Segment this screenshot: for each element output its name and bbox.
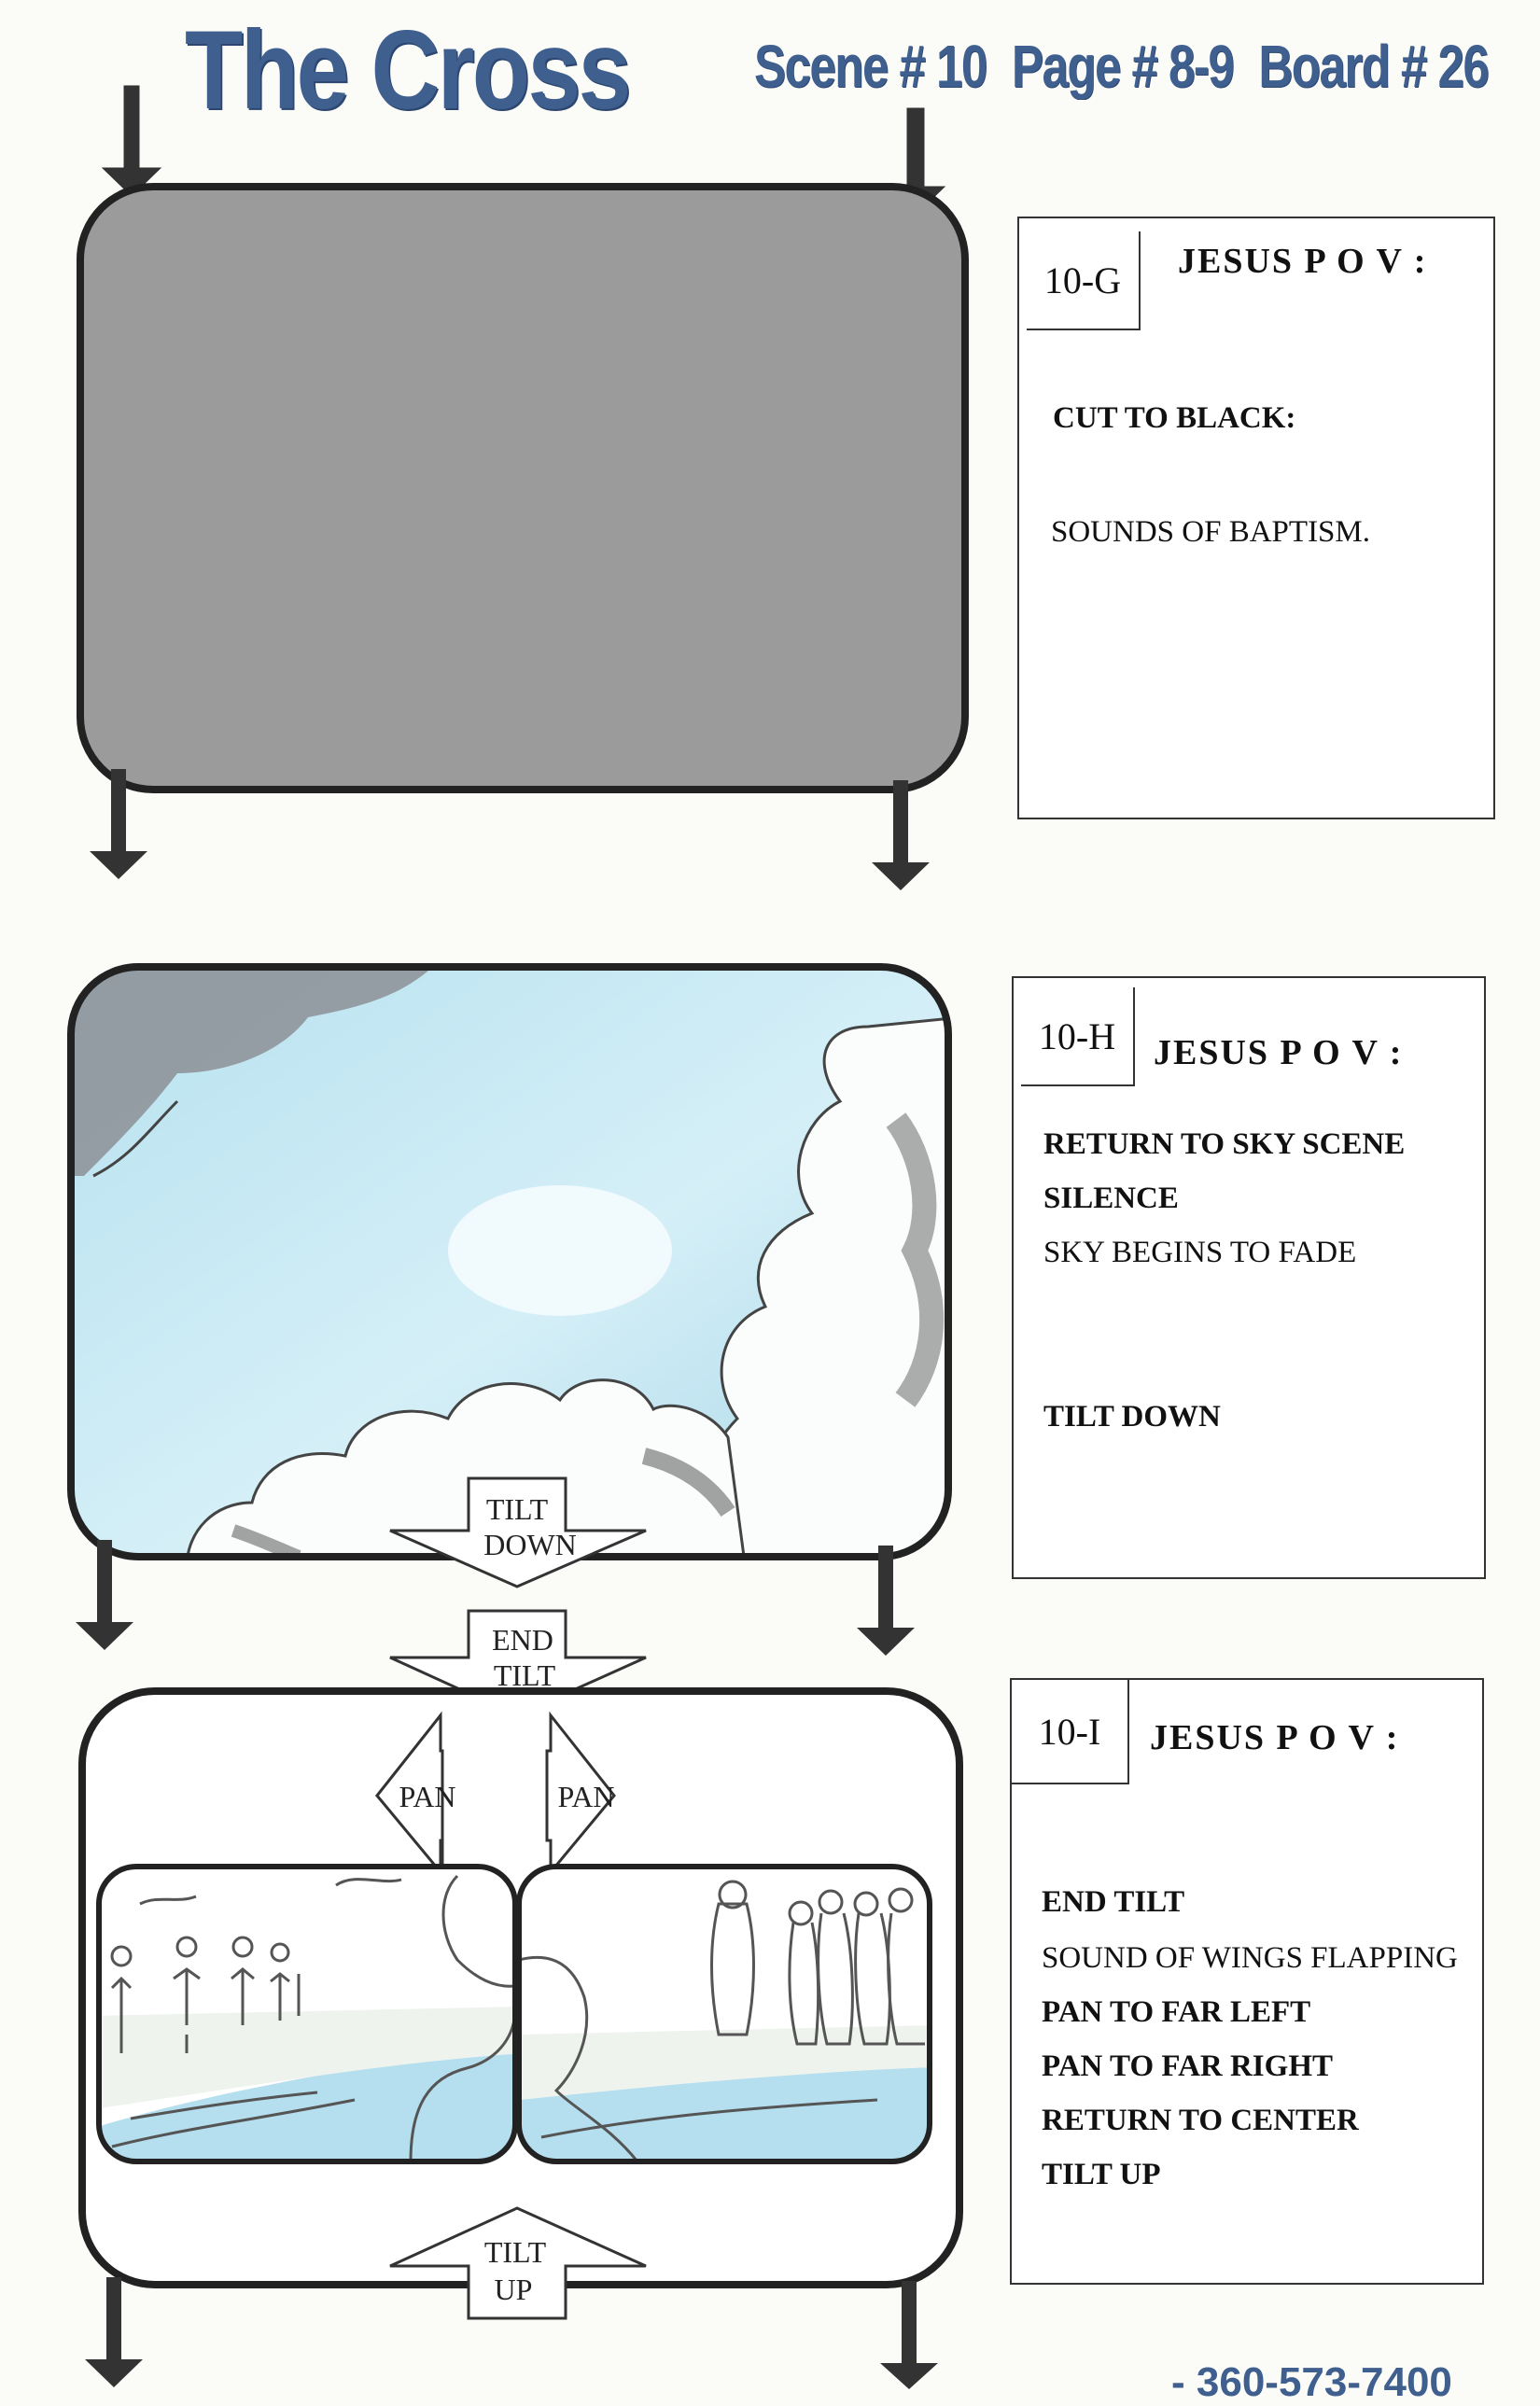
frame-10g <box>77 183 969 793</box>
pan-left-label: PAN <box>399 1780 455 1813</box>
frame-1-bottom-arrows <box>90 769 930 890</box>
frame-10h <box>67 963 952 1560</box>
pov-10h: JESUS P O V : <box>1154 1033 1404 1072</box>
footer-phone: - 360-573-7400 <box>1171 2359 1452 2405</box>
scene-number: Scene # 10 <box>754 33 987 100</box>
frame-2-bottom-arrows <box>76 1540 915 1656</box>
note-10i-line-4: PAN TO FAR RIGHT <box>1042 2049 1334 2083</box>
shot-id-10i: 10-I <box>1012 1680 1129 1784</box>
board-meta: Scene # 10 Page # 8-9 Board # 26 <box>754 32 1513 101</box>
notes-10i: 10-I JESUS P O V : END TILT SOUND OF WIN… <box>1010 1678 1484 2285</box>
end-tilt-arrow <box>389 1609 647 1717</box>
pan-left-arrow <box>375 1711 444 1877</box>
tilt-up-label-2: UP <box>495 2273 533 2306</box>
note-10h-line-1: RETURN TO SKY SCENE <box>1043 1127 1406 1161</box>
tilt-up-arrow <box>389 2206 647 2320</box>
pan-right-arrow <box>545 1711 616 1877</box>
notes-10g: 10-G JESUS P O V : CUT TO BLACK: SOUNDS … <box>1017 217 1495 819</box>
shot-id-10g: 10-G <box>1027 231 1141 330</box>
page-number: Page # 8-9 <box>1011 33 1235 100</box>
note-10i-line-3: PAN TO FAR LEFT <box>1042 1995 1311 2029</box>
tilt-down-arrow <box>389 1476 647 1588</box>
note-10h-line-4: TILT DOWN <box>1043 1400 1221 1434</box>
tilt-down-label-2: DOWN <box>483 1528 577 1561</box>
notes-10h: 10-H JESUS P O V : RETURN TO SKY SCENE S… <box>1012 976 1486 1579</box>
pan-right-label: PAN <box>557 1780 614 1813</box>
end-tilt-label-1: END <box>492 1623 553 1657</box>
shot-id-10h: 10-H <box>1021 987 1135 1086</box>
tilt-up-label-1: TILT <box>484 2235 547 2269</box>
frame-3-bottom-arrows <box>85 2277 938 2389</box>
storyboard-title: The Cross <box>185 7 631 133</box>
note-10h-line-3: SKY BEGINS TO FADE <box>1043 1236 1357 1269</box>
tilt-down-label-1: TILT <box>486 1492 549 1526</box>
note-10h-line-2: SILENCE <box>1043 1182 1179 1215</box>
end-tilt-label-2: TILT <box>494 1658 556 1692</box>
note-10g-line-1: CUT TO BLACK: <box>1053 401 1296 435</box>
pov-10i: JESUS P O V : <box>1150 1718 1400 1757</box>
pov-10g: JESUS P O V : <box>1178 242 1428 281</box>
note-10i-line-2: SOUND OF WINGS FLAPPING <box>1042 1941 1458 1975</box>
board-number: Board # 26 <box>1258 33 1489 100</box>
note-10i-line-1: END TILT <box>1042 1885 1185 1919</box>
frame-10i-right-scene <box>516 1864 932 2164</box>
frame-10i-left-scene <box>96 1864 518 2164</box>
note-10i-line-5: RETURN TO CENTER <box>1042 2104 1359 2137</box>
note-10i-line-6: TILT UP <box>1042 2158 1161 2191</box>
note-10g-line-2: SOUNDS OF BAPTISM. <box>1051 515 1371 549</box>
